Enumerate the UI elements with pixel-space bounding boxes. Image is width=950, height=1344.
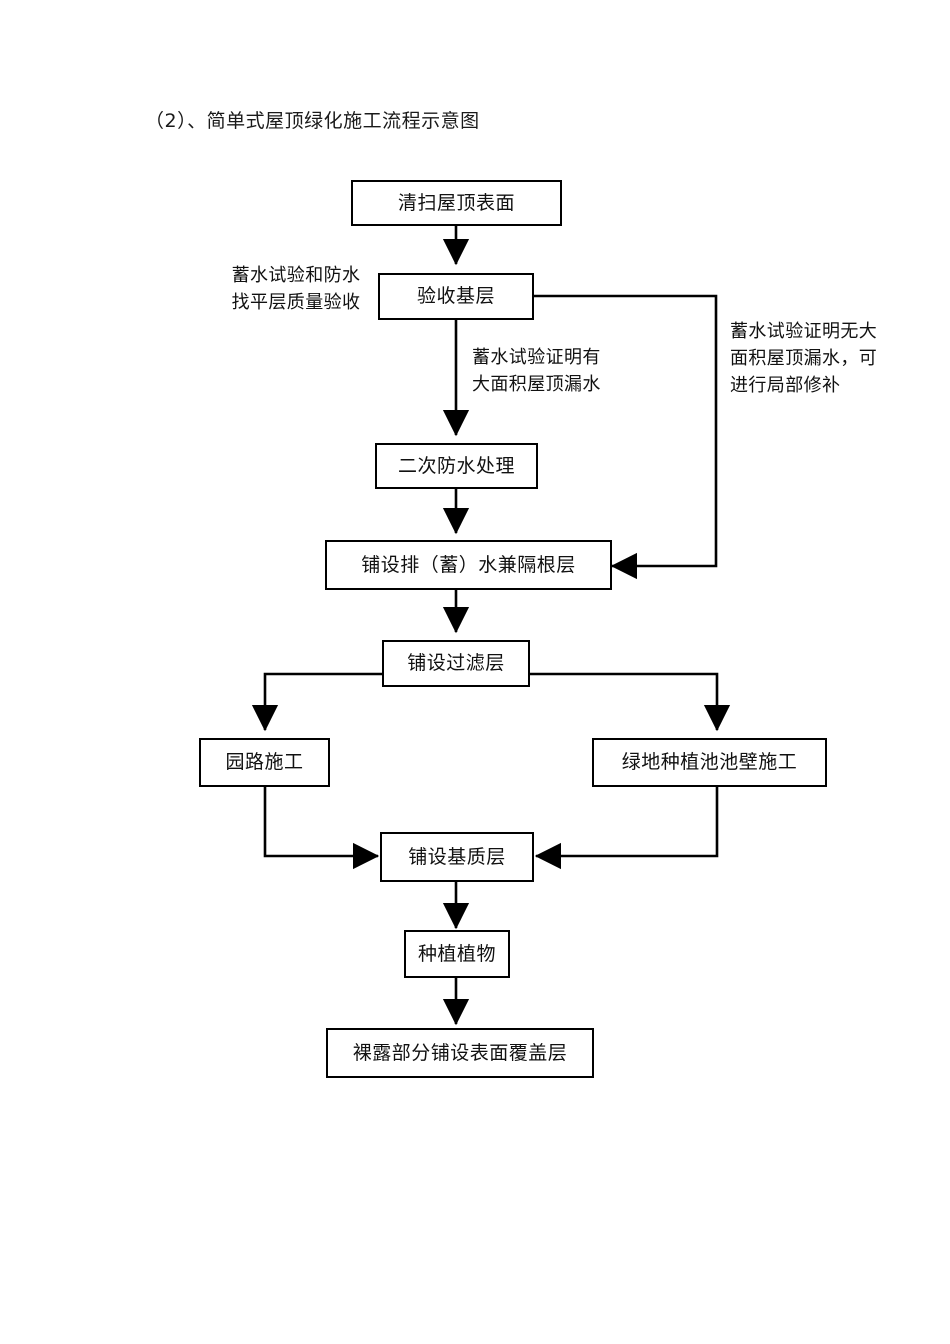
edge-label-no-large-leak-local-repair: 蓄水试验证明无大 面积屋顶漏水，可 进行局部修补 (730, 321, 878, 396)
flow-node-label: 铺设排（蓄）水兼隔根层 (361, 553, 576, 576)
edge-n5-to-n6 (251, 672, 382, 732)
flow-node-label: 二次防水处理 (397, 454, 515, 477)
flow-node-label: 铺设过滤层 (407, 652, 505, 675)
flow-node-label: 绿地种植池池壁施工 (621, 751, 798, 774)
flow-node-label: 铺设基质层 (408, 845, 506, 868)
flow-node-label: 清扫屋顶表面 (397, 191, 515, 214)
edge-label-water-test-leveling: 蓄水试验和防水 找平层质量验收 (231, 265, 361, 313)
flow-node-drainage-root-barrier[interactable]: 铺设排（蓄）水兼隔根层 (325, 540, 612, 590)
flow-node-planting-pool-wall[interactable]: 绿地种植池池壁施工 (592, 738, 827, 787)
flow-node-accept-base[interactable]: 验收基层 (378, 273, 534, 320)
edge-n6-to-n8 (263, 787, 380, 870)
flow-node-label: 裸露部分铺设表面覆盖层 (352, 1041, 568, 1064)
edge-n7-to-n8 (534, 787, 719, 870)
edge-label-large-area-leak: 蓄水试验证明有 大面积屋顶漏水 (472, 347, 601, 395)
flow-node-label: 园路施工 (225, 751, 304, 774)
edge-n5-to-n7 (530, 672, 731, 732)
flow-node-plant-vegetation[interactable]: 种植植物 (404, 930, 510, 978)
flow-node-garden-path[interactable]: 园路施工 (199, 738, 330, 787)
flow-node-second-waterproof[interactable]: 二次防水处理 (375, 443, 538, 489)
flow-node-clean-roof[interactable]: 清扫屋顶表面 (351, 180, 562, 226)
flow-node-label: 种植植物 (417, 942, 496, 965)
flow-node-label: 验收基层 (416, 285, 495, 308)
edge-n2-to-n4-bypass (534, 294, 718, 580)
page-title: （2）、简单式屋顶绿化施工流程示意图 (145, 110, 480, 132)
flow-node-filter-layer[interactable]: 铺设过滤层 (382, 640, 530, 687)
flow-node-surface-cover-layer[interactable]: 裸露部分铺设表面覆盖层 (326, 1028, 594, 1078)
flow-node-substrate-layer[interactable]: 铺设基质层 (380, 832, 534, 882)
